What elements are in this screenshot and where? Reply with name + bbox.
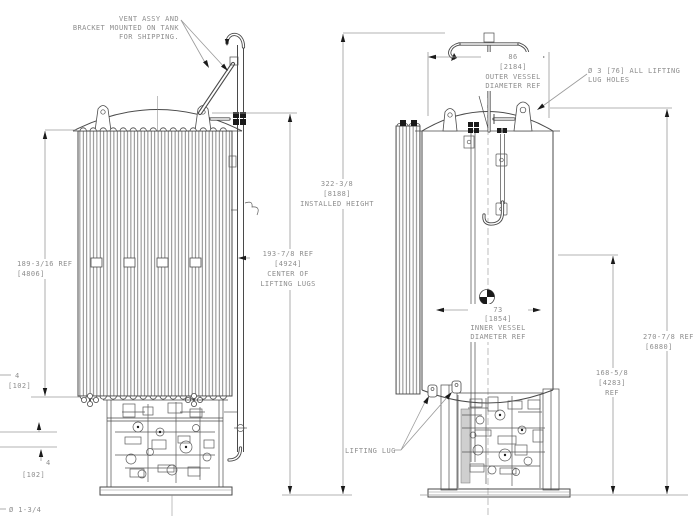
dim-gap-upper	[0, 374, 57, 433]
vent-outlet-arrow	[224, 39, 230, 46]
note-vent-line3: FOR SHIPPING.	[119, 33, 179, 41]
vaporizer-fins	[77, 127, 233, 407]
note-lug-holes-line2: LUG HOLES	[588, 76, 630, 84]
right-plumbing-detail	[462, 396, 545, 486]
note-vent: VENT ASSY AND BRACKET MOUNTED ON TANK FO…	[73, 15, 180, 41]
fin-clamps	[90, 257, 202, 268]
note-vent-line2: BRACKET MOUNTED ON TANK	[73, 24, 180, 32]
datum-target-icon	[479, 289, 495, 305]
fin-top-caps	[79, 127, 227, 132]
left-view	[72, 32, 259, 516]
dim-installed-label: INSTALLED HEIGHT	[300, 200, 374, 208]
fin-bottom-caps	[79, 395, 227, 400]
dim-gap-lower	[0, 446, 57, 461]
leader-vent-note	[180, 19, 228, 71]
dim-lugctr-value: 193-7/8 REF	[263, 250, 314, 258]
dim-innerht-mm: [4283]	[598, 379, 626, 387]
dim-overall-height-ref	[550, 107, 672, 494]
vaporizer-fins-edge	[395, 120, 421, 395]
pipe-flange	[468, 122, 507, 133]
fitting-cluster	[81, 392, 203, 407]
dim-inner-dia-mm: [1854]	[484, 315, 512, 323]
note-hole-dia: Ø 1-3/4	[9, 506, 41, 514]
skid-lug	[427, 380, 462, 398]
note-lug-holes: Ø 3 [76] ALL LIFTING LUG HOLES	[588, 67, 680, 84]
dim-text-gap-lower: 4 [102]	[22, 459, 51, 479]
leader-lifting-lug	[394, 392, 452, 451]
pipe-flange	[233, 112, 246, 125]
tank-internals	[463, 122, 508, 462]
dim-text-overall-height: 270-7/8 REF [6880]	[640, 331, 698, 351]
dim-installed-height	[340, 32, 445, 494]
lifting-lug-right-1	[442, 108, 458, 132]
right-view	[395, 32, 571, 516]
dim-outer-dia-value: 86	[508, 53, 517, 61]
base-channel-left	[99, 486, 233, 496]
dim-text-gap-upper: 4 [102]	[8, 372, 31, 390]
dim-text-lug-center: 193-7/8 REF [4924] CENTER OF LIFTING LUG…	[250, 249, 326, 290]
base-channel-right	[427, 488, 571, 498]
dim-inner-dia-label2: DIAMETER REF	[470, 333, 525, 341]
note-vent-line1: VENT ASSY AND	[119, 15, 179, 23]
dim-innerht-ref: REF	[605, 389, 619, 397]
dim-installed-value: 322-3/8	[321, 180, 353, 188]
dim-installed-mm: [8188]	[323, 190, 351, 198]
dim-gap-lower-mm: [102]	[22, 471, 45, 479]
dim-outer-dia-label2: DIAMETER REF	[485, 82, 540, 90]
dim-vap-mm: [4806]	[17, 270, 45, 278]
dim-innerht-value: 168-5/8	[596, 369, 628, 377]
dim-inner-dia-value: 73	[493, 306, 502, 314]
dim-overall-value: 270-7/8 REF	[643, 333, 694, 341]
dim-text-vaporizer-height: 189-3/16 REF [4806]	[13, 259, 73, 279]
dim-outer-dia-label1: OUTER VESSEL	[485, 73, 540, 81]
dim-overall-mm: [6880]	[645, 343, 673, 351]
dim-gap-lower-value: 4	[46, 459, 51, 467]
tank-dome-left	[72, 96, 243, 132]
lug-hole-icon	[447, 112, 453, 118]
dim-lugctr-label1: CENTER OF	[267, 270, 309, 278]
dim-text-inner-vessel-dia: 73 [1854] INNER VESSEL DIAMETER REF	[468, 304, 528, 342]
lifting-lug-left-1	[94, 105, 112, 132]
left-plumbing-detail	[115, 402, 215, 483]
leader-lug-holes	[537, 73, 588, 110]
lug-hole-icon	[100, 109, 106, 115]
dim-gap-upper-value: 4	[15, 372, 20, 380]
dim-outer-dia-mm: [2184]	[499, 63, 527, 71]
note-lifting-lug: LIFTING LUG	[345, 447, 396, 455]
lifting-lug-right-2	[513, 101, 533, 132]
note-lug-holes-line1: Ø 3 [76] ALL LIFTING	[588, 67, 680, 75]
dim-inner-dia-label1: INNER VESSEL	[470, 324, 525, 332]
annotations: VENT ASSY AND BRACKET MOUNTED ON TANK FO…	[8, 15, 698, 514]
dim-text-installed-height: 322-3/8 [8188] INSTALLED HEIGHT	[300, 179, 374, 209]
right-skid	[427, 380, 571, 498]
dim-text-inner-height: 168-5/8 [4283] REF	[594, 368, 632, 397]
lug-hole-icon	[519, 106, 527, 114]
dim-text-outer-vessel-dia: 86 [2184] OUTER VESSEL DIAMETER REF	[481, 52, 543, 91]
pipe-clamp	[495, 153, 508, 167]
dim-vap-value: 189-3/16 REF	[17, 260, 72, 268]
dim-lugctr-mm: [4924]	[274, 260, 302, 268]
left-skid	[99, 399, 233, 516]
dim-gap-upper-mm: [102]	[8, 382, 31, 390]
dim-lugctr-label2: LIFTING LUGS	[260, 280, 315, 288]
